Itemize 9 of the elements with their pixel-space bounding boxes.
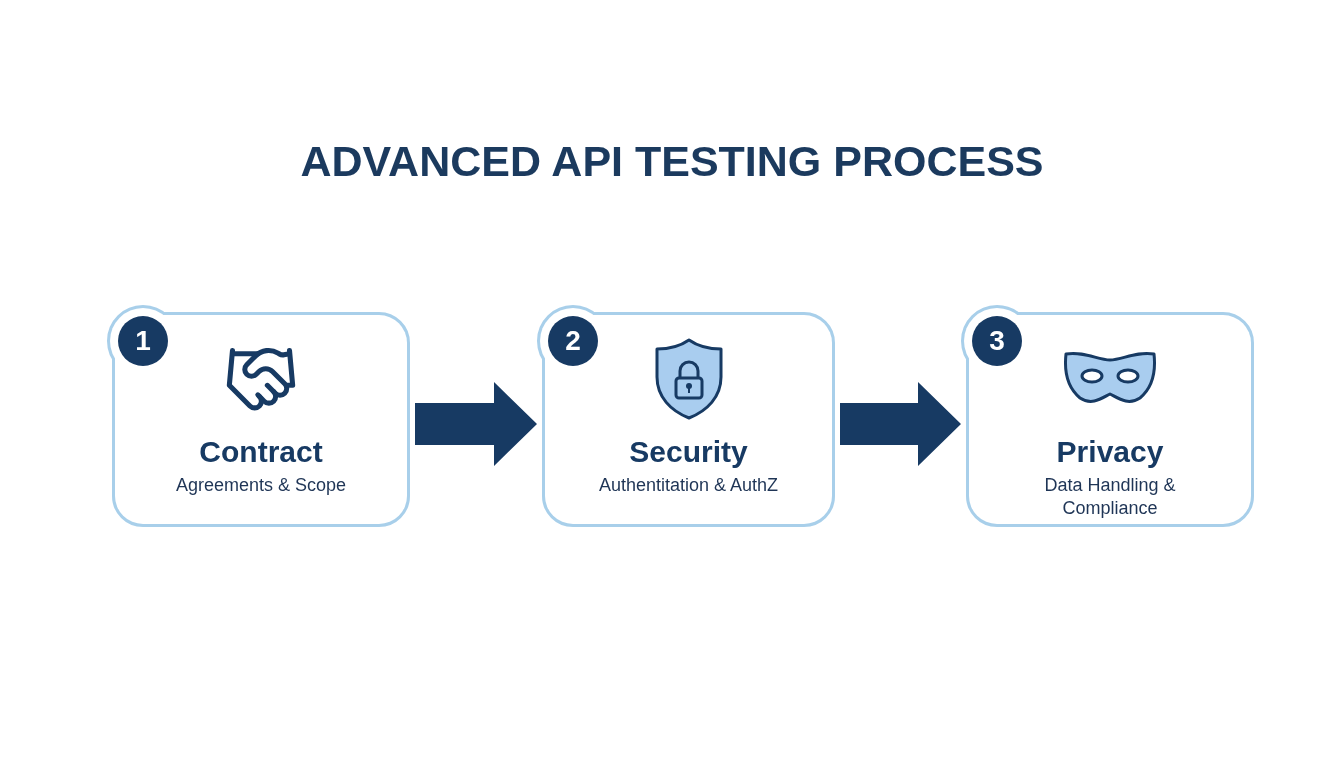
block-arrow	[415, 382, 537, 466]
step-title: Privacy	[1056, 435, 1164, 469]
step-description: Authentitation & AuthZ	[598, 474, 779, 497]
block-arrow	[840, 382, 961, 466]
step-description: Data Handling & Compliance	[1043, 474, 1177, 520]
step-description: Agreements & Scope	[175, 474, 347, 497]
step-title: Security	[629, 435, 748, 469]
step-title: Contract	[199, 435, 323, 469]
diagram-title: ADVANCED API TESTING PROCESS	[300, 136, 1044, 186]
